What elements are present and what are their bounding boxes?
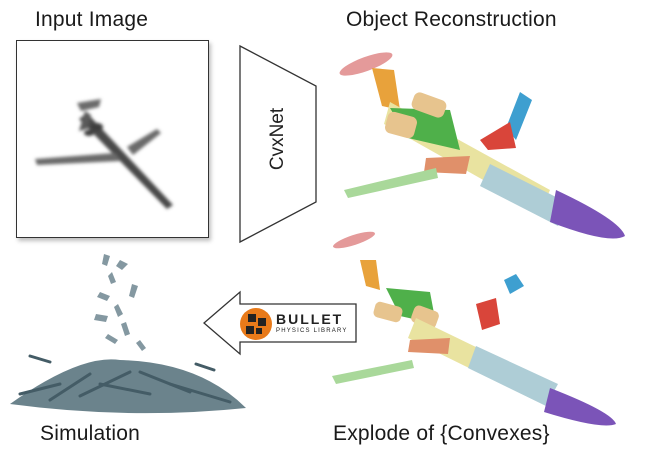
exploded-airplane	[332, 231, 616, 426]
input-image-frame	[16, 40, 209, 238]
bullet-logo-brand: BULLET	[276, 311, 344, 327]
simulation-label: Simulation	[40, 422, 141, 445]
cvxnet-label: CvxNet	[267, 107, 288, 171]
bullet-logo-icon	[240, 308, 272, 340]
bullet-logo-tagline: PHYSICS LIBRARY	[276, 328, 348, 334]
input-image-label: Input Image	[35, 8, 149, 31]
cvxnet-block	[239, 44, 317, 244]
object-reconstruction-label: Object Reconstruction	[346, 8, 557, 31]
input-airplane-image	[35, 99, 173, 209]
bullet-logo: BULLET PHYSICS LIBRARY	[238, 306, 350, 342]
explode-label: Explode of {Convexes}	[333, 422, 550, 445]
simulation-debris	[10, 254, 246, 414]
bullet-physics-arrow	[203, 290, 357, 356]
reconstructed-airplane	[339, 52, 625, 239]
